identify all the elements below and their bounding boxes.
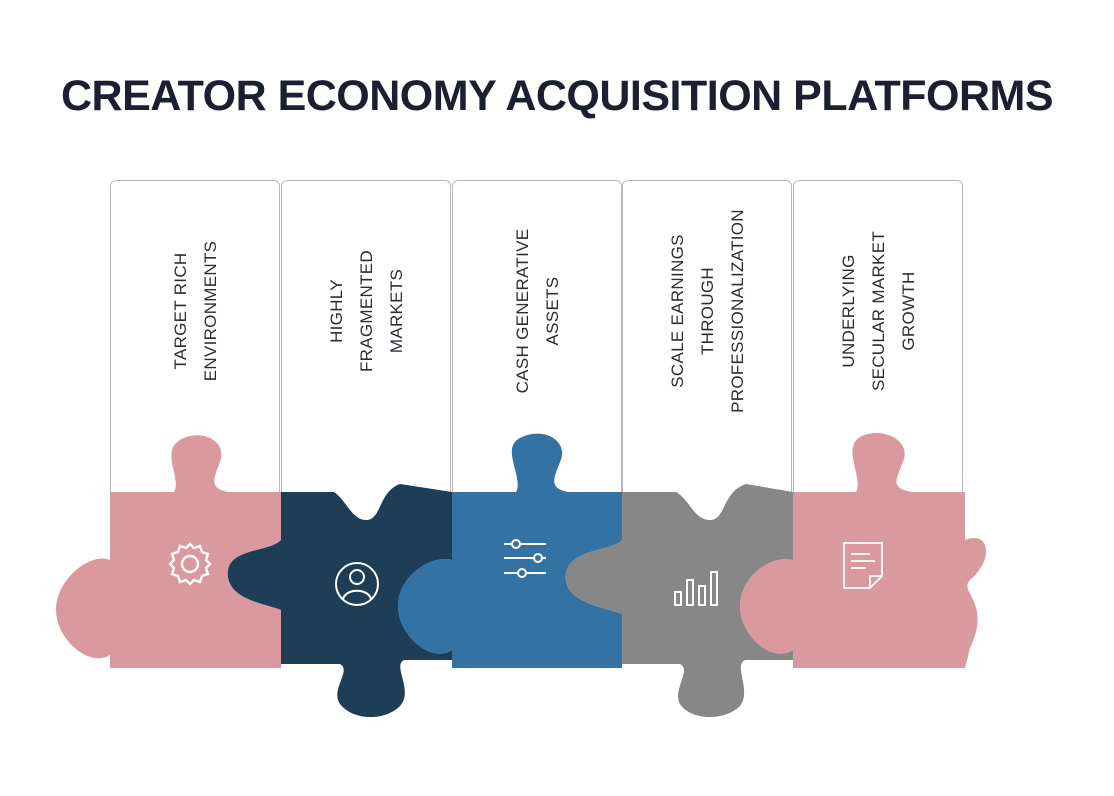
document-icon xyxy=(843,542,883,589)
puzzle-piece-5 xyxy=(740,432,987,668)
card-highly-fragmented-markets: HIGHLY FRAGMENTED MARKETS xyxy=(281,180,451,520)
sliders-icon xyxy=(504,539,546,578)
puzzle-piece-1 xyxy=(56,435,281,668)
bar-chart-icon xyxy=(674,571,718,606)
puzzle-piece-3 xyxy=(398,433,622,668)
puzzle-piece-2 xyxy=(227,484,452,718)
user-icon xyxy=(335,562,379,606)
puzzle-piece-4 xyxy=(565,484,793,718)
gear-icon xyxy=(168,542,212,586)
page-title: CREATOR ECONOMY ACQUISITION PLATFORMS xyxy=(60,72,1054,120)
card-scale-earnings: SCALE EARNINGS THROUGH PROFESSIONALIZATI… xyxy=(622,180,792,520)
